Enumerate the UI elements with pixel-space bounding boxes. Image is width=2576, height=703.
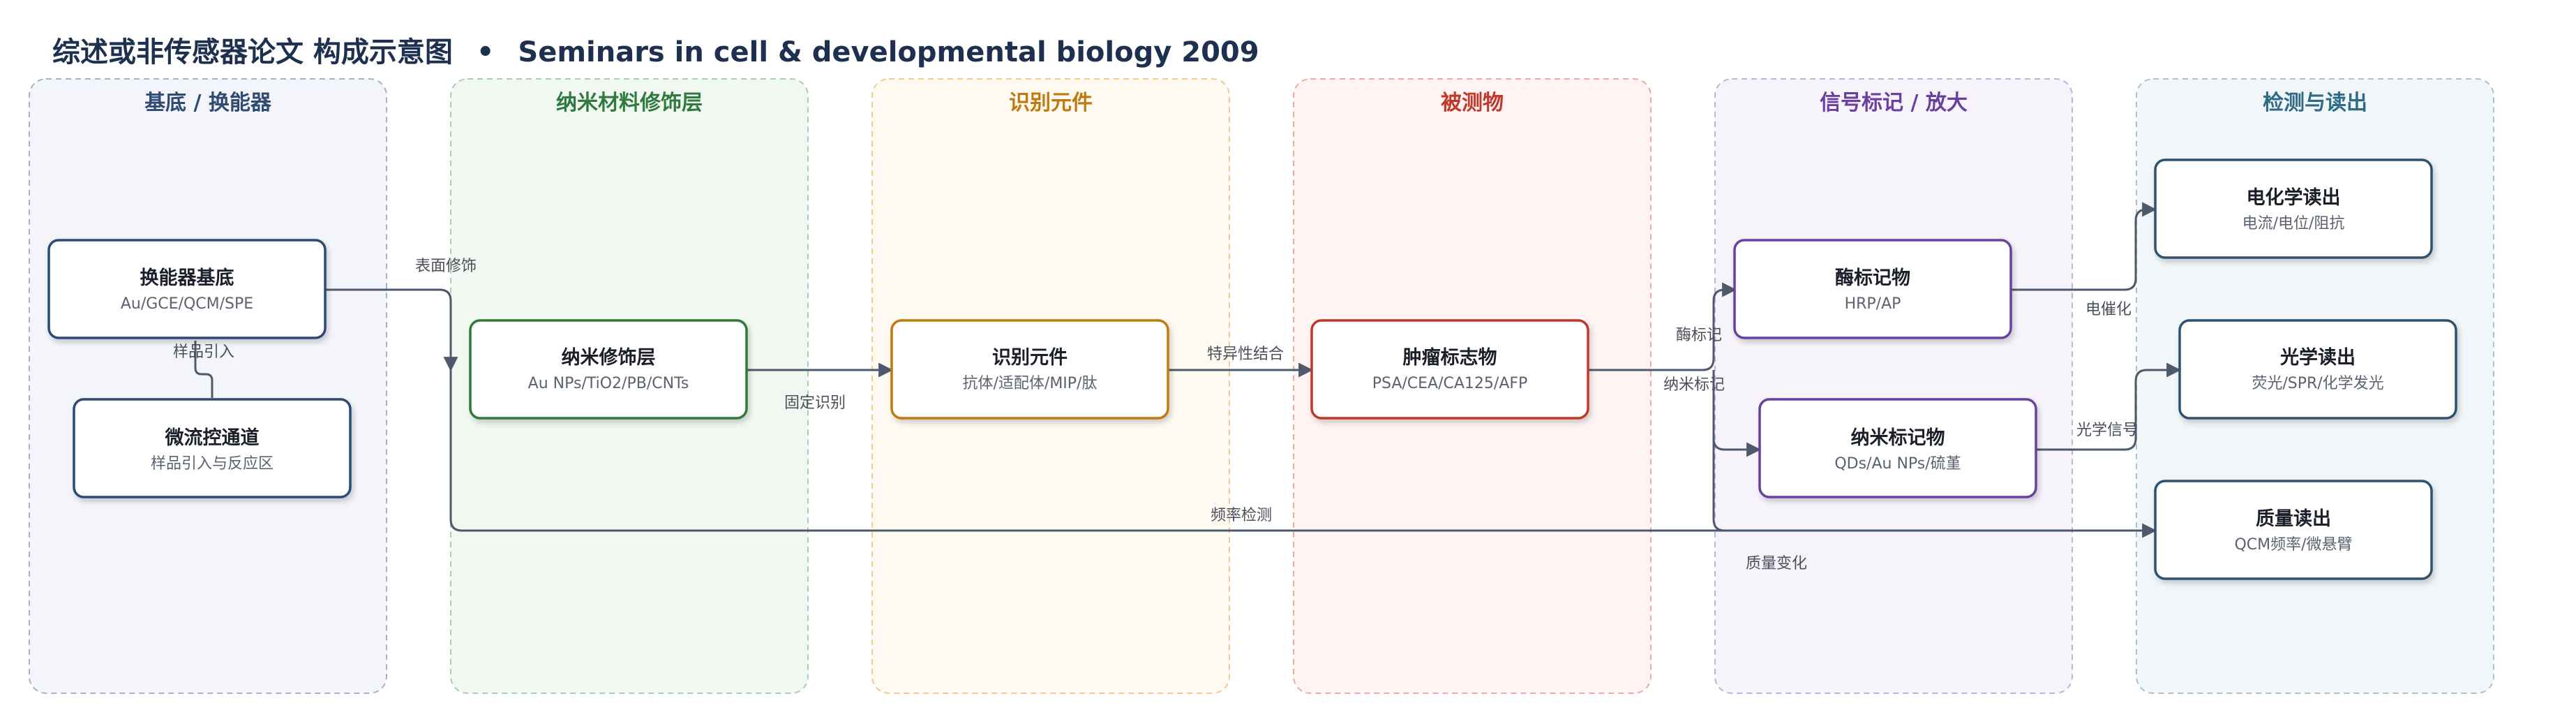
column-substrate: 基底 / 换能器 [29,78,387,694]
edge-tumor-to-enzyme [1588,282,1737,371]
node-title: 纳米修饰层 [562,346,656,369]
node-subtitle: 抗体/适配体/MIP/肽 [963,375,1098,392]
column-title-readout: 检测与读出 [2263,91,2367,115]
node-subtitle: HRP/AP [1845,295,1901,313]
node-title: 质量读出 [2256,508,2331,530]
node-recognition: 识别元件 抗体/适配体/MIP/肽 [890,319,1169,420]
node-nano-tag: 纳米标记物 QDs/Au NPs/硫堇 [1758,398,2037,498]
node-transducer: 换能器基底 Au/GCE/QCM/SPE [47,239,327,339]
edge-label-optical: 光学信号 [2076,422,2138,439]
edge-transducer-to-mass [449,356,2157,538]
journal-subtitle: Seminars in cell & developmental biology… [518,36,1259,68]
edge-label-freq: 频率检测 [1211,507,1272,524]
edge-label-specific-bind: 特异性结合 [1207,346,1284,363]
column-title-nano-layer: 纳米材料修饰层 [556,91,703,115]
node-title: 纳米标记物 [1851,427,1945,449]
node-title: 识别元件 [992,347,1068,369]
node-title: 换能器基底 [140,267,234,289]
column-title-recognition: 识别元件 [1009,91,1093,115]
node-subtitle: 电流/电位/阻抗 [2242,215,2345,232]
edge-label-nano: 纳米标记 [1663,376,1725,394]
column-title-analyte: 被测物 [1441,91,1504,115]
edge-label-mass-change: 质量变化 [1746,555,1807,572]
edge-transducer-to-nanolayer [325,288,458,372]
edge-label-electrocatalysis: 电催化 [2085,301,2132,318]
node-subtitle: PSA/CEA/CA125/AFP [1372,375,1528,392]
diagram-title: 综述或非传感器论文 构成示意图 [52,36,453,68]
node-optical-readout: 光学读出 荧光/SPR/化学发光 [2178,319,2457,420]
node-subtitle: QCM频率/微悬臂 [2234,536,2352,554]
column-title-signal-label: 信号标记 / 放大 [1820,91,1968,115]
edge-label-enzyme: 酶标记 [1676,327,1722,344]
node-nanolayer: 纳米修饰层 Au NPs/TiO2/PB/CNTs [469,319,748,420]
column-signal-label: 信号标记 / 放大 [1714,78,2073,694]
svg-text:综述或非传感器论文 构成示意图 • Semi: 综述或非传感器论文 构成示意图 • Seminars in cell & dev… [52,36,1259,68]
node-subtitle: Au NPs/TiO2/PB/CNTs [528,375,689,392]
node-title: 肿瘤标志物 [1403,346,1497,369]
node-tumor-marker: 肿瘤标志物 PSA/CEA/CA125/AFP [1310,319,1589,420]
node-subtitle: 样品引入与反应区 [151,455,274,473]
edge-enzyme-to-electro [2009,202,2157,291]
edge-label-sample-in: 样品引入 [173,343,234,361]
node-enzyme-label: 酶标记物 HRP/AP [1733,239,2012,339]
node-subtitle: Au/GCE/QCM/SPE [121,295,253,313]
edge-nanotag-to-optical [2035,362,2182,451]
node-mass-readout: 质量读出 QCM频率/微悬臂 [2154,480,2433,580]
node-subtitle: QDs/Au NPs/硫堇 [1834,455,1961,473]
node-microfluidic: 微流控通道 样品引入与反应区 [73,398,352,498]
node-subtitle: 荧光/SPR/化学发光 [2252,375,2383,392]
node-electrochemical-readout: 电化学读出 电流/电位/阻抗 [2154,158,2433,259]
edge-label-immobilize: 固定识别 [784,394,846,412]
edge-tumor-to-mass [1712,438,2155,532]
node-title: 光学读出 [2279,346,2356,369]
node-title: 微流控通道 [165,427,260,449]
node-title: 酶标记物 [1835,267,1910,289]
edge-microfluidic-to-transducer [194,341,214,398]
column-title-substrate: 基底 / 换能器 [144,91,272,115]
node-title: 电化学读出 [2247,186,2341,209]
edge-label-surface-mod: 表面修饰 [415,258,477,275]
title-separator: • [477,36,495,68]
